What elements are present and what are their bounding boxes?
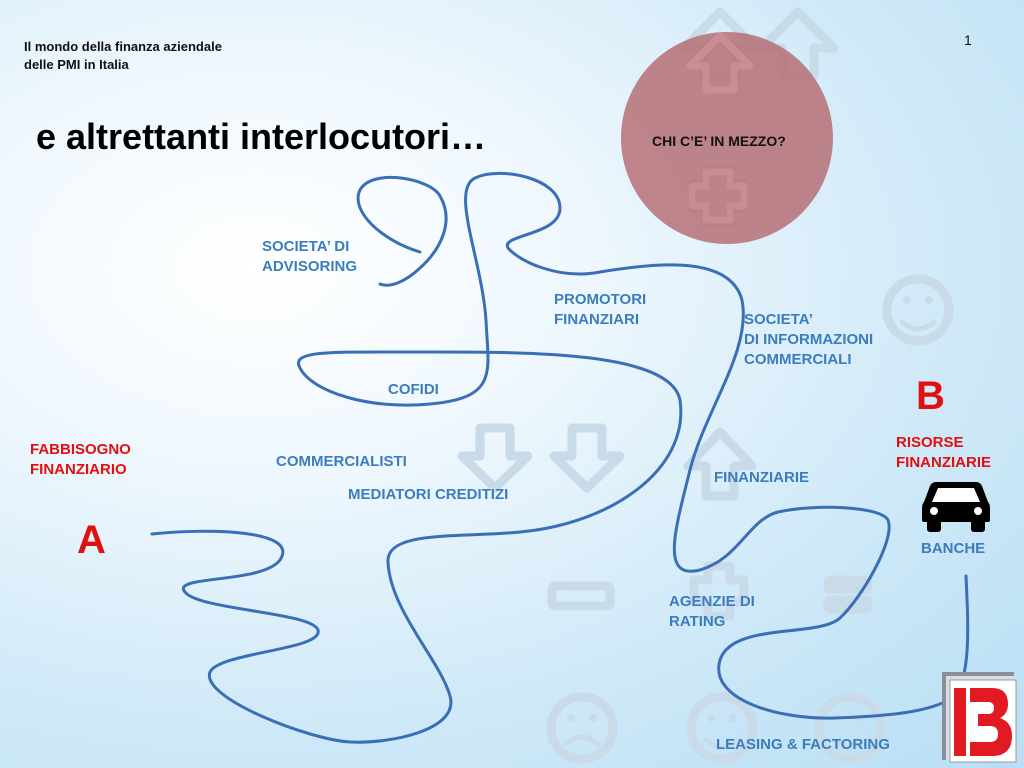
need-line-2: FINANZIARIO bbox=[30, 461, 127, 478]
minus-icon bbox=[547, 581, 615, 611]
plus-icon bbox=[689, 561, 749, 621]
letter-b: B bbox=[916, 374, 945, 418]
mediatori-label: MEDIATORI CREDITIZI bbox=[348, 486, 509, 503]
slide-title: e altrettanti interlocutori… bbox=[36, 116, 487, 157]
question-circle bbox=[621, 32, 833, 244]
equals-icon bbox=[823, 575, 873, 594]
car-icon bbox=[922, 482, 990, 532]
circle-question: CHI C’E’ IN MEZZO? bbox=[652, 133, 786, 149]
letter-a: A bbox=[77, 518, 106, 562]
rating-label: AGENZIE DI RATING bbox=[669, 592, 755, 632]
resources-line-2: FINANZIARIE bbox=[896, 454, 991, 471]
header-subtitle: Il mondo della finanza aziendale delle P… bbox=[24, 38, 222, 74]
header-line-1: Il mondo della finanza aziendale bbox=[24, 39, 222, 54]
tangled-path bbox=[150, 171, 970, 744]
resources-label: RISORSE FINANZIARIE bbox=[896, 433, 991, 473]
page-number: 1 bbox=[964, 32, 972, 48]
info-commerciali-label: SOCIETA’ DI INFORMAZIONI COMMERCIALI bbox=[744, 310, 873, 370]
sad-face-icon bbox=[546, 692, 618, 764]
rating-line-2: RATING bbox=[669, 613, 726, 630]
commercialisti-label: COMMERCIALISTI bbox=[276, 453, 407, 470]
need-line-1: FABBISOGNO bbox=[30, 441, 131, 458]
info-line-1: SOCIETA’ bbox=[744, 311, 813, 328]
advisoring-line-2: ADVISORING bbox=[262, 258, 358, 275]
advisoring-line-1: SOCIETA’ DI bbox=[262, 238, 350, 255]
smiley-icon bbox=[882, 274, 954, 346]
info-line-3: COMMERCIALI bbox=[744, 351, 852, 368]
promotori-line-2: FINANZIARI bbox=[554, 311, 639, 328]
finanziarie-label: FINANZIARIE bbox=[714, 469, 809, 486]
arrow-down-icon bbox=[457, 423, 533, 493]
smiley-icon bbox=[814, 692, 886, 764]
rating-line-1: AGENZIE DI bbox=[669, 593, 755, 610]
banks-label: BANCHE bbox=[921, 540, 986, 557]
logo-b-icon bbox=[942, 672, 1017, 763]
promotori-line-1: PROMOTORI bbox=[554, 291, 647, 308]
header-line-2: delle PMI in Italia bbox=[24, 57, 129, 72]
advisoring-label: SOCIETA’ DI ADVISORING bbox=[262, 237, 357, 277]
leasing-label: LEASING & FACTORING bbox=[716, 736, 890, 753]
resources-line-1: RISORSE bbox=[896, 434, 964, 451]
cofidi-label: COFIDI bbox=[388, 381, 439, 398]
need-label: FABBISOGNO FINANZIARIO bbox=[30, 440, 131, 480]
smiley-icon bbox=[686, 692, 758, 764]
arrow-down-icon bbox=[549, 423, 625, 493]
info-line-2: DI INFORMAZIONI bbox=[744, 331, 874, 348]
promotori-label: PROMOTORI FINANZIARI bbox=[554, 290, 646, 330]
